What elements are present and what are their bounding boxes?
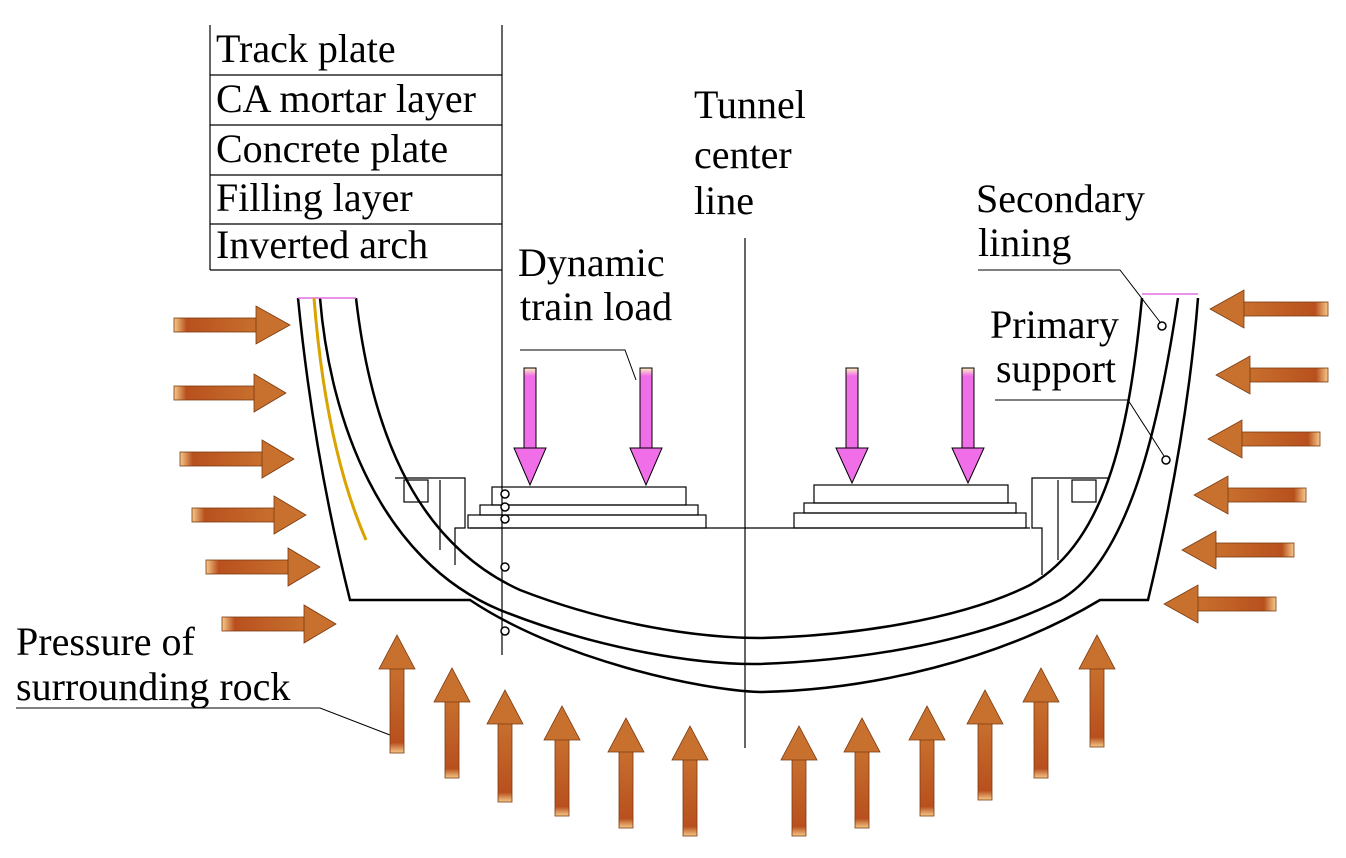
left-side-ditch [395, 477, 466, 565]
train-load-arrow [951, 367, 985, 485]
rock-pressure-arrow [908, 705, 946, 817]
marker-concrete-plate [500, 514, 510, 524]
rock-pressure-arrow [1215, 355, 1329, 395]
marker-track-plate [500, 489, 510, 499]
rock-pressure-arrow [607, 717, 645, 829]
secondary-lining-label-2: lining [978, 220, 1071, 265]
secondary-lining-outer [318, 297, 1180, 666]
right-rock-pressure-arrows [1163, 289, 1329, 624]
marker-ca-mortar [500, 502, 510, 512]
marker-secondary-lining [1157, 321, 1167, 331]
left-concrete-plate [467, 514, 707, 529]
center-line-label-1: Tunnel [694, 82, 806, 127]
rock-pressure-label-2: surrounding rock [16, 664, 290, 709]
center-line-label-2: center [694, 132, 792, 177]
leader-markers [500, 321, 1171, 636]
rock-pressure-arrow [191, 495, 307, 535]
train-load-arrow [513, 367, 547, 487]
marker-primary-support [1161, 455, 1171, 465]
layer-label-ca-mortar: CA mortar layer [216, 76, 476, 121]
waterproof-layer [312, 297, 368, 541]
rock-pressure-arrow [1207, 419, 1321, 459]
train-load-label-1: Dynamic [518, 240, 665, 285]
primary-support-label-2: support [996, 346, 1116, 391]
left-ditch-slot [403, 479, 429, 503]
right-ca-mortar [803, 502, 1017, 514]
right-track-plate [813, 484, 1009, 504]
right-concrete-plate [793, 512, 1027, 529]
rock-pressure-arrow [1022, 667, 1060, 779]
rock-pressure-arrow [173, 373, 287, 413]
rock-pressure-arrow [486, 689, 524, 803]
layer-label-track-plate: Track plate [216, 26, 396, 71]
leader-lines [16, 269, 1165, 736]
rock-pressure-label-1: Pressure of [16, 619, 196, 664]
tunnel-lining [296, 293, 1200, 694]
rock-pressure-leader [16, 707, 391, 736]
rock-pressure-arrow [221, 604, 337, 644]
left-ca-mortar [479, 504, 699, 516]
layer-label-inverted-arch: Inverted arch [216, 222, 428, 267]
right-side-ditch [1031, 477, 1108, 575]
marker-filling-layer [500, 562, 510, 572]
train-load-arrow [629, 367, 663, 487]
rock-pressure-arrow [173, 305, 291, 345]
secondary-lining-label-1: Secondary [976, 176, 1145, 221]
rock-pressure-arrow [671, 725, 709, 837]
primary-support-outer [296, 297, 1200, 694]
rock-pressure-arrow [1163, 584, 1277, 624]
center-line-label-3: line [694, 178, 754, 223]
rock-pressure-arrow [1193, 475, 1307, 515]
right-ditch-slot [1071, 479, 1097, 503]
bottom-rock-pressure-arrows [378, 634, 1116, 837]
rock-pressure-arrow [1078, 634, 1116, 748]
rock-pressure-arrow [966, 689, 1004, 801]
train-load-label-2: train load [520, 284, 672, 329]
train-load-leader [520, 349, 637, 381]
rock-pressure-arrow [1209, 289, 1329, 329]
track-base-structures [395, 477, 1108, 575]
rock-pressure-arrow [843, 717, 881, 829]
train-load-arrow [835, 367, 869, 485]
left-rock-pressure-arrows [173, 305, 337, 644]
secondary-lining-leader [978, 269, 1161, 323]
primary-support-leader [995, 399, 1165, 457]
layer-label-table [209, 25, 503, 655]
rock-pressure-arrow [543, 705, 581, 817]
layer-label-concrete-plate: Concrete plate [216, 126, 448, 171]
rock-pressure-arrow [1181, 530, 1295, 570]
rock-pressure-arrow [780, 725, 818, 837]
train-load-arrows [513, 367, 985, 487]
secondary-lining-inner [354, 297, 1144, 640]
marker-inverted-arch [500, 626, 510, 636]
rock-pressure-arrow [378, 634, 416, 754]
layer-label-filling-layer: Filling layer [216, 175, 413, 220]
left-track-plate [491, 486, 687, 506]
rock-pressure-arrow [179, 439, 295, 479]
rock-pressure-arrow [433, 667, 471, 779]
rock-pressure-arrow [205, 547, 321, 587]
primary-support-label-1: Primary [990, 302, 1119, 347]
